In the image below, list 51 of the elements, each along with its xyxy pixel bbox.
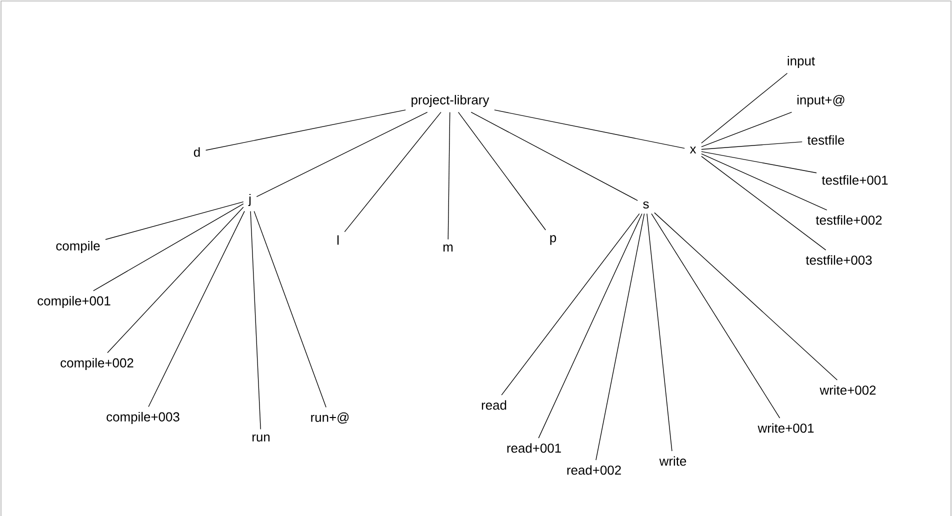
node-label: m	[443, 244, 453, 252]
connector-line	[654, 212, 838, 380]
node-label: compile+003	[106, 412, 180, 424]
connector-line	[254, 210, 326, 408]
node-label: x	[690, 146, 696, 154]
connector-line	[494, 110, 685, 149]
node-label: input+@	[797, 94, 844, 108]
connector-line	[646, 213, 672, 452]
connector-line	[205, 110, 406, 151]
connector-line	[458, 112, 546, 230]
node-label: compile	[56, 240, 100, 254]
connector-line	[148, 210, 245, 408]
node-label: write	[659, 456, 686, 466]
connector-line	[538, 213, 642, 438]
node-label: d	[194, 147, 200, 157]
node-label: write+001	[758, 423, 814, 433]
connector-line	[701, 153, 828, 210]
node-label: testfile+001	[822, 175, 888, 185]
node-label: testfile	[808, 135, 844, 145]
node-label: testfile+002	[816, 215, 882, 225]
node-label: l	[337, 235, 339, 245]
node-label: input	[788, 56, 815, 68]
node-label: compile+001	[38, 296, 110, 308]
node-label: compile+002	[60, 358, 134, 370]
connector-line	[501, 213, 640, 396]
connector-line	[701, 156, 826, 250]
connector-line	[448, 112, 450, 240]
connector-line	[701, 141, 802, 150]
connector-line	[701, 112, 792, 148]
connector-line	[256, 112, 428, 198]
node-label: testfile+003	[806, 255, 872, 265]
connector-line	[596, 213, 645, 460]
connector-line	[344, 112, 442, 232]
connector-line	[93, 203, 244, 292]
connector-line	[107, 206, 244, 354]
node-label: read	[482, 400, 506, 410]
node-label: p	[550, 235, 556, 245]
node-label: j	[248, 194, 251, 206]
connector-line	[470, 112, 638, 201]
connector-line	[651, 213, 780, 418]
connector-line	[701, 151, 817, 174]
connector-line	[105, 201, 244, 240]
node-label: s	[643, 201, 649, 209]
connector-line	[701, 72, 788, 144]
node-label: run+@	[311, 412, 349, 424]
node-label: write+002	[820, 385, 876, 395]
node-label: project-library	[412, 94, 490, 108]
node-label: read+001	[507, 443, 561, 453]
node-label: read+002	[567, 465, 621, 475]
connector-line	[250, 210, 261, 430]
node-label: run	[252, 434, 270, 442]
